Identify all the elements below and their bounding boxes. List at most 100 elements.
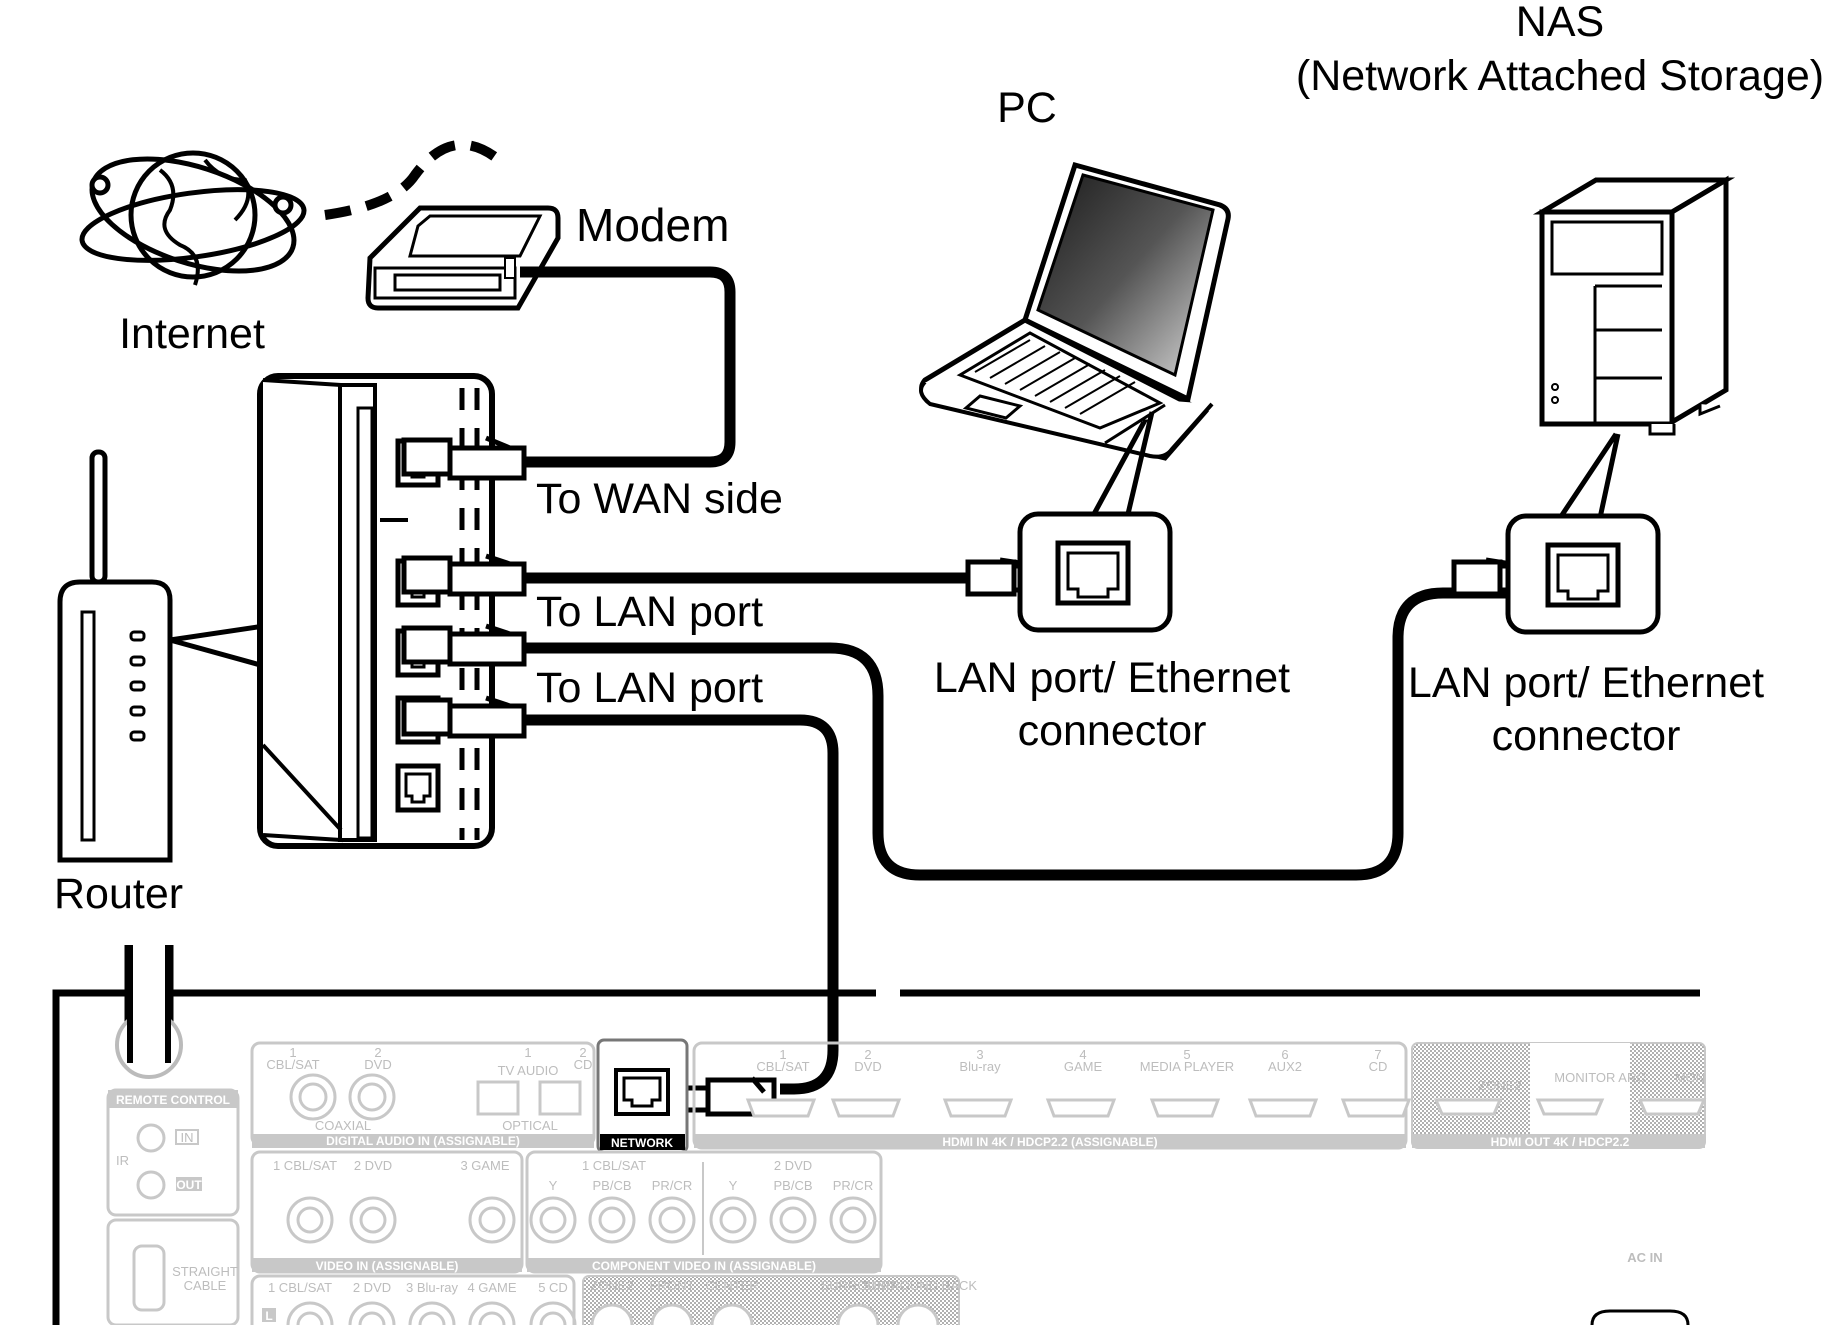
preout-center: CENTER [705, 1278, 758, 1293]
plug-lan-2 [401, 623, 527, 667]
component-group-1: 1 CBL/SAT [582, 1158, 646, 1173]
hdmi-in-port-1 [745, 1098, 817, 1118]
hdmi-in-label-4: GAME [1064, 1059, 1103, 1074]
audio-in-1: 1 CBL/SAT [268, 1280, 332, 1295]
hdmi-in-port-5 [1149, 1098, 1221, 1118]
router-label: Router [54, 870, 183, 918]
video-in-footer: VIDEO IN (ASSIGNABLE) [316, 1259, 459, 1273]
component-jack [779, 1206, 807, 1234]
network-label: NETWORK [611, 1136, 673, 1150]
component-channel-4: Y [729, 1178, 738, 1193]
hdmi-in-label-3: Blu-ray [959, 1059, 1001, 1074]
internet-label: Internet [119, 310, 265, 358]
ac-in-label: AC IN [1627, 1250, 1662, 1265]
component-jack [719, 1206, 747, 1234]
component-jack [529, 1196, 577, 1244]
component-channel-2: PB/CB [592, 1178, 631, 1193]
receiver-network-port: NETWORK [596, 1038, 689, 1154]
rs232-section: STRAIGHT CABLE [106, 1218, 240, 1325]
component-jack [588, 1196, 636, 1244]
preout-zone2: ZONE2 [590, 1278, 633, 1293]
hdmi-in-label-7: CD [1369, 1059, 1388, 1074]
to-lan-label-2: To LAN port [536, 664, 763, 712]
component-video-footer: COMPONENT VIDEO IN (ASSIGNABLE) [592, 1259, 816, 1273]
svg-text:2: 2 [374, 1045, 381, 1060]
component-jack [829, 1196, 877, 1244]
to-lan-label-1: To LAN port [536, 588, 763, 636]
straight-label: STRAIGHT [172, 1264, 238, 1279]
hdmi-in-section: HDMI IN 4K / HDCP2.2 (ASSIGNABLE) 1CBL/S… [692, 1041, 1412, 1150]
preout-surround: SURROUND [820, 1278, 895, 1293]
video-in-3: 3 GAME [460, 1158, 509, 1173]
lan-port-pc-line1: LAN port/ Ethernet [934, 654, 1290, 702]
da-cd: CD [574, 1057, 593, 1072]
component-group-2: 2 DVD [774, 1158, 812, 1173]
cable-router-to-receiver [520, 714, 839, 1095]
hdmi-out-section: HDMI OUT 4K / HDCP2.2 ZONE2 MONITOR ARC … [1411, 1042, 1707, 1149]
component-jack [598, 1206, 626, 1234]
internet-globe-icon [79, 150, 307, 286]
da-cbl-sat: CBL/SAT [266, 1057, 319, 1072]
svg-text:1: 1 [524, 1045, 531, 1060]
ethernet-cables [520, 572, 1553, 1095]
hdmi-out-mon: MON [1675, 1070, 1705, 1085]
lan-port-nas-line1: LAN port/ Ethernet [1408, 659, 1764, 707]
plug-lan-1 [401, 553, 527, 597]
wan-cable [520, 266, 736, 468]
video-in-section: VIDEO IN (ASSIGNABLE) 1 CBL/SAT 2 DVD 3 … [250, 1150, 524, 1274]
ir-out-jack [136, 1170, 166, 1200]
hdmi-in-label-6: AUX2 [1268, 1059, 1302, 1074]
lan-port-pc-line2: connector [1018, 707, 1207, 755]
nas-title: NAS [1516, 0, 1604, 46]
component-jack [769, 1196, 817, 1244]
component-jack [658, 1206, 686, 1234]
ir-in-label: IN [181, 1130, 194, 1145]
nas-lan-callout [1505, 432, 1661, 635]
hdmi-out-footer: HDMI OUT 4K / HDCP2.2 [1491, 1135, 1630, 1149]
remote-control-label: REMOTE CONTROL [116, 1093, 230, 1107]
to-wan-label: To WAN side [536, 475, 783, 523]
hdmi-in-port-6 [1247, 1098, 1319, 1118]
hdmi-in-number-1: 1 [779, 1047, 786, 1062]
pc-laptop-icon [919, 161, 1231, 461]
da-dvd: DVD [364, 1057, 391, 1072]
lan-port-nas-line2: connector [1492, 712, 1681, 760]
video-in-1: 1 CBL/SAT [273, 1158, 337, 1173]
audio-in-section: 1 CBL/SAT 2 DVD 3 Blu-ray 4 GAME 5 CD L [250, 1274, 577, 1325]
cable-label: CABLE [184, 1278, 227, 1293]
hdmi-in-footer: HDMI IN 4K / HDCP2.2 (ASSIGNABLE) [942, 1135, 1157, 1149]
hdmi-out-monitor-arc: MONITOR ARC [1554, 1070, 1646, 1085]
nas-subtitle: (Network Attached Storage) [1296, 52, 1824, 100]
router-device [57, 449, 267, 863]
preout-section: ZONE2 FRONT CENTER SURROUND SURROUND BAC… [582, 1275, 977, 1325]
component-channel-5: PB/CB [773, 1178, 812, 1193]
da-optical: OPTICAL [502, 1118, 558, 1133]
hdmi-in-port-3 [942, 1098, 1014, 1118]
hdmi-in-port-2 [830, 1098, 902, 1118]
hdmi-in-number-2: 2 [864, 1047, 871, 1062]
component-channel-1: Y [549, 1178, 558, 1193]
audio-in-4: 4 GAME [467, 1280, 516, 1295]
ir-in-jack [136, 1123, 166, 1153]
video-in-2: 2 DVD [354, 1158, 392, 1173]
hdmi-out-zone2: ZONE2 [1478, 1078, 1521, 1093]
component-channel-6: PR/CR [833, 1178, 873, 1193]
ir-label: IR [116, 1153, 129, 1168]
pc-lan-port-icon [1055, 540, 1131, 606]
hdmi-in-number-6: 6 [1281, 1047, 1288, 1062]
component-jack [648, 1196, 696, 1244]
router-lan-port-4 [395, 763, 441, 813]
preout-surround-back: SURROUND BACK [863, 1278, 977, 1293]
receiver-rear-panel: REMOTE CONTROL IR IN OUT STRAIGHT CABLE … [52, 945, 1707, 1325]
hdmi-in-label-1: CBL/SAT [756, 1059, 809, 1074]
da-tv-audio: TV AUDIO [498, 1063, 559, 1078]
component-jack [539, 1206, 567, 1234]
wireless-link [324, 139, 509, 220]
component-channel-3: PR/CR [652, 1178, 692, 1193]
component-jack [709, 1196, 757, 1244]
audio-in-left: L [265, 1309, 272, 1323]
hdmi-in-number-4: 4 [1079, 1047, 1086, 1062]
pc-lan-callout [1017, 411, 1173, 633]
remote-control-section: REMOTE CONTROL IR IN OUT [106, 1088, 240, 1217]
